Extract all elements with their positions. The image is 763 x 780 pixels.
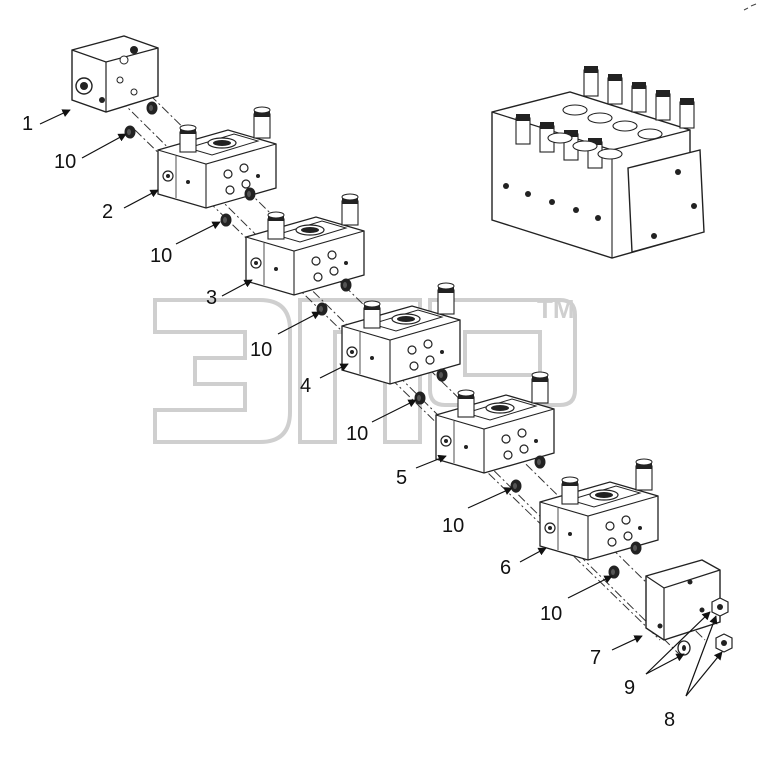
assembled-valve-bank — [491, 66, 705, 259]
callout-part-6: 6 — [500, 557, 512, 579]
part-1-inlet-block — [71, 35, 159, 113]
part-2-valve-section — [157, 106, 277, 209]
part-8-nuts — [711, 597, 733, 653]
corner-mark — [743, 3, 757, 11]
callout-part-10: 10 — [346, 423, 369, 445]
part-9-washers — [677, 640, 691, 656]
callout-part-10: 10 — [250, 339, 273, 361]
part-7-outlet-block — [645, 559, 721, 641]
watermark-trademark: TM — [537, 294, 575, 324]
callout-part-10: 10 — [442, 515, 465, 537]
callout-part-5: 5 — [396, 467, 408, 489]
callout-part-2: 2 — [102, 201, 114, 223]
callout-part-10: 10 — [150, 245, 173, 267]
callout-part-3: 3 — [206, 287, 218, 309]
callout-part-9: 9 — [624, 677, 636, 699]
callout-part-10: 10 — [540, 603, 563, 625]
callout-part-8: 8 — [664, 709, 676, 731]
callout-part-4: 4 — [300, 375, 312, 397]
callout-leaders — [39, 109, 723, 697]
callout-part-7: 7 — [590, 647, 602, 669]
callout-part-10: 10 — [54, 151, 77, 173]
callout-part-1: 1 — [22, 113, 34, 135]
